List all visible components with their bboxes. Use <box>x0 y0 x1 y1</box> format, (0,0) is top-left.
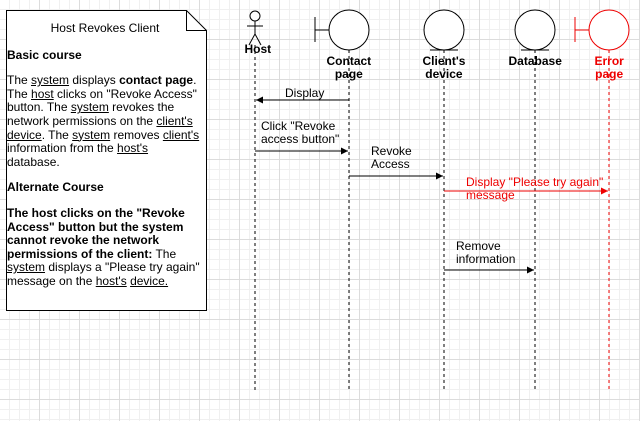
alternate-course-text: The host clicks on the "Revoke Access" b… <box>7 205 203 289</box>
note-body: Host Revokes Client Basic course The sys… <box>7 21 203 301</box>
note-text-run: The host clicks on the "Revoke Access" b… <box>7 205 185 261</box>
lifeline-label-client: Client's device <box>422 54 466 81</box>
note-text-run: . The <box>7 73 197 101</box>
note-text-run: system <box>70 100 109 115</box>
note-text-run: host's <box>117 141 149 156</box>
message-label: Revoke Access <box>371 144 412 171</box>
note-title: Host Revokes Client <box>50 21 160 35</box>
lifeline-label-database: Database <box>508 54 562 68</box>
actor-head-icon <box>249 10 261 22</box>
note-text-run: system <box>7 260 46 275</box>
note-text-run: displays <box>69 73 120 88</box>
note-text-run: displays a "Please try again" message on… <box>7 260 200 288</box>
boundary-icon <box>588 9 630 51</box>
note-text-run: The <box>7 73 32 88</box>
entity-icon <box>423 9 465 51</box>
message-label: Remove information <box>456 239 516 266</box>
note-text-run: revokes the network permissions on the <box>7 100 175 128</box>
entity-icon <box>514 9 556 51</box>
boundary-icon <box>328 9 370 51</box>
note-shape <box>6 10 207 311</box>
lifeline-label-contact: Contact page <box>326 54 372 81</box>
note-text-run: system <box>31 73 70 88</box>
note-text-run: host's <box>95 273 127 288</box>
note-text-run: . The <box>41 127 73 142</box>
note-text-run: information from the <box>7 141 118 156</box>
lifeline-label-host: Host <box>244 42 272 56</box>
basic-course-heading: Basic course <box>7 47 82 62</box>
use-case-note[interactable]: Host Revokes Client Basic course The sys… <box>0 0 214 312</box>
note-text-run: device. <box>130 273 169 288</box>
basic-course-text: The system displays contact page. The ho… <box>7 73 203 169</box>
note-text-run: removes <box>110 127 163 142</box>
note-text-run: host <box>31 86 54 101</box>
note-text-run: contact page <box>119 73 194 88</box>
lifeline-label-error: Error page <box>594 54 624 81</box>
message-label: Click "Revoke access button" <box>261 119 340 146</box>
actor-leg-icon <box>248 33 256 46</box>
alternate-course-heading: Alternate Course <box>7 180 104 195</box>
note-text-run: The <box>152 246 177 261</box>
note-text-run: database. <box>7 154 60 169</box>
note-text-run: client's device <box>7 113 193 142</box>
note-text-run: system <box>72 127 111 142</box>
actor-leg-icon <box>254 33 262 46</box>
message-label: Display <box>285 86 325 100</box>
note-text-run: clicks on "Revoke Access" button. The <box>7 86 197 115</box>
message-label: Display "Please try again" message <box>466 175 604 202</box>
note-text-run: client's <box>162 127 200 142</box>
